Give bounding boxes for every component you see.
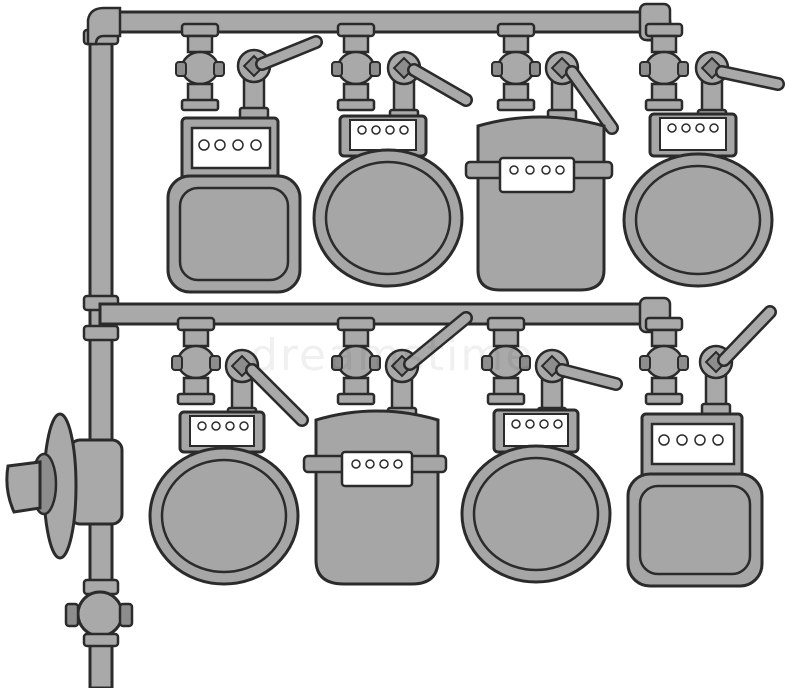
meter-bottom-4 [626, 305, 777, 588]
meter-top-4 [622, 22, 785, 288]
meter-bottom-2 [302, 311, 473, 586]
meter-top-2 [312, 22, 473, 288]
meter-bottom-3 [460, 316, 623, 584]
top-manifold-pipe [86, 2, 672, 46]
watermark-text: dreamstime [250, 330, 534, 381]
inlet-flange [5, 412, 124, 560]
meter-bottom-1 [148, 316, 309, 586]
meter-top-3 [464, 22, 619, 292]
meter-top-1 [166, 22, 323, 294]
bottom-shutoff-valve [64, 578, 134, 648]
